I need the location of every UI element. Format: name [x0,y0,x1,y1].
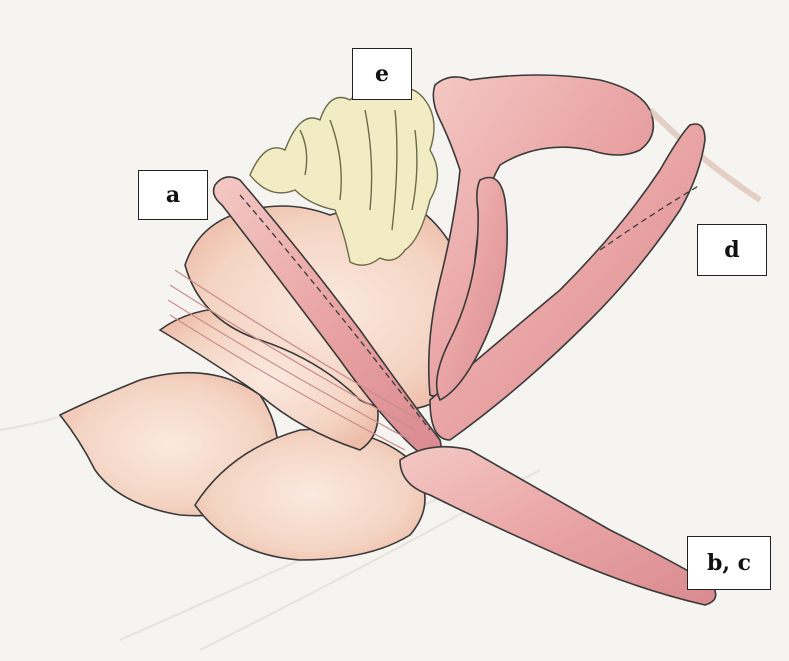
vessel-bc [400,447,716,605]
label-bc: b, c [687,536,771,590]
label-a: a [138,170,208,220]
label-d: d [697,224,767,276]
label-e: e [352,48,412,100]
